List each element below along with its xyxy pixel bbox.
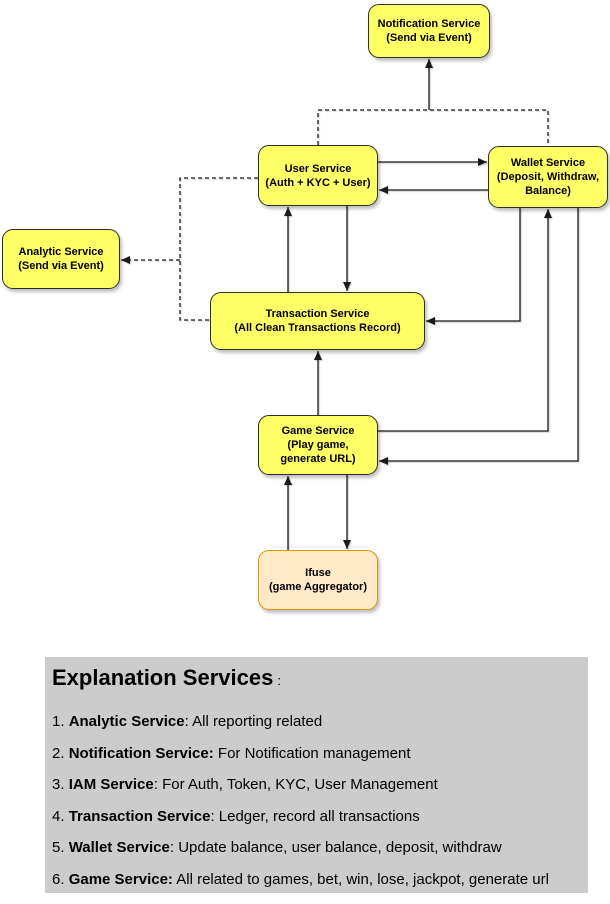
node-user-service: User Service (Auth + KYC + User) — [258, 145, 378, 206]
explanation-item: 1. Analytic Service: All reporting relat… — [52, 714, 588, 729]
node-game-service: Game Service (Play game, generate URL) — [258, 415, 378, 475]
item-text: All related to games, bet, win, lose, ja… — [172, 870, 549, 888]
item-term: Transaction Service — [68, 807, 211, 825]
item-number: 5. — [52, 839, 65, 857]
node-analytic-service: Analytic Service (Send via Event) — [2, 229, 120, 289]
item-number: 4. — [52, 807, 65, 825]
item-text: : Update balance, user balance, deposit,… — [169, 839, 502, 857]
item-number: 6. — [52, 870, 65, 888]
item-term: Analytic Service — [68, 713, 185, 731]
edge-bus-user-transaction — [179, 177, 258, 321]
explanation-panel: Explanation Services: 1. Analytic Servic… — [45, 657, 588, 893]
edge-game-to-wallet — [378, 209, 552, 432]
connector-layer — [121, 59, 579, 550]
item-number: 3. — [52, 776, 65, 794]
node-wallet-service: Wallet Service (Deposit, Withdraw, Balan… — [488, 146, 608, 208]
node-subtitle: (Play game, generate URL) — [280, 439, 356, 465]
node-title: Wallet Service — [510, 157, 586, 169]
item-number: 2. — [52, 744, 65, 762]
node-title: Analytic Service — [18, 246, 104, 258]
item-text: : Ledger, record all transactions — [210, 807, 420, 825]
explanation-item: 6. Game Service: All related to games, b… — [52, 872, 588, 887]
item-term: Game Service: — [68, 870, 173, 888]
item-term: IAM Service — [68, 776, 154, 794]
explanation-item: 4. Transaction Service: Ledger, record a… — [52, 809, 588, 824]
node-title: User Service — [284, 162, 352, 175]
item-text: For Notification management — [213, 744, 411, 762]
explanation-item: 5. Wallet Service: Update balance, user … — [52, 840, 588, 855]
node-subtitle: (Auth + KYC + User) — [265, 176, 371, 189]
explanation-heading-text: Explanation Services — [52, 665, 274, 690]
node-title: Notification Service — [377, 18, 481, 30]
node-transaction-service: Transaction Service (All Clean Transacti… — [210, 292, 425, 350]
item-term: Notification Service: — [68, 744, 214, 762]
item-text: : For Auth, Token, KYC, User Management — [153, 776, 438, 794]
explanation-item: 3. IAM Service: For Auth, Token, KYC, Us… — [52, 777, 588, 792]
explanation-heading-colon: : — [277, 673, 281, 688]
edge-bus-user-wallet — [317, 109, 549, 146]
node-subtitle: (Deposit, Withdraw, Balance) — [496, 171, 600, 197]
item-text: : All reporting related — [184, 713, 323, 731]
node-subtitle: (Send via Event) — [386, 32, 472, 44]
edge-wallet-to-game — [379, 208, 579, 465]
item-number: 1. — [52, 713, 65, 731]
node-title: Ifuse — [305, 567, 331, 579]
node-title: Transaction Service — [265, 308, 370, 320]
node-notification-service: Notification Service (Send via Event) — [368, 4, 490, 58]
node-subtitle: (All Clean Transactions Record) — [234, 322, 401, 334]
explanation-heading: Explanation Services: — [52, 665, 588, 690]
node-subtitle: (game Aggregator) — [269, 581, 367, 593]
node-ifuse-aggregator: Ifuse (game Aggregator) — [258, 550, 378, 610]
node-title: Game Service — [281, 425, 355, 437]
edge-wallet-to-transaction — [426, 208, 521, 325]
node-subtitle: (Send via Event) — [18, 260, 104, 272]
item-term: Wallet Service — [68, 839, 170, 857]
explanation-item: 2. Notification Service: For Notificatio… — [52, 746, 588, 761]
